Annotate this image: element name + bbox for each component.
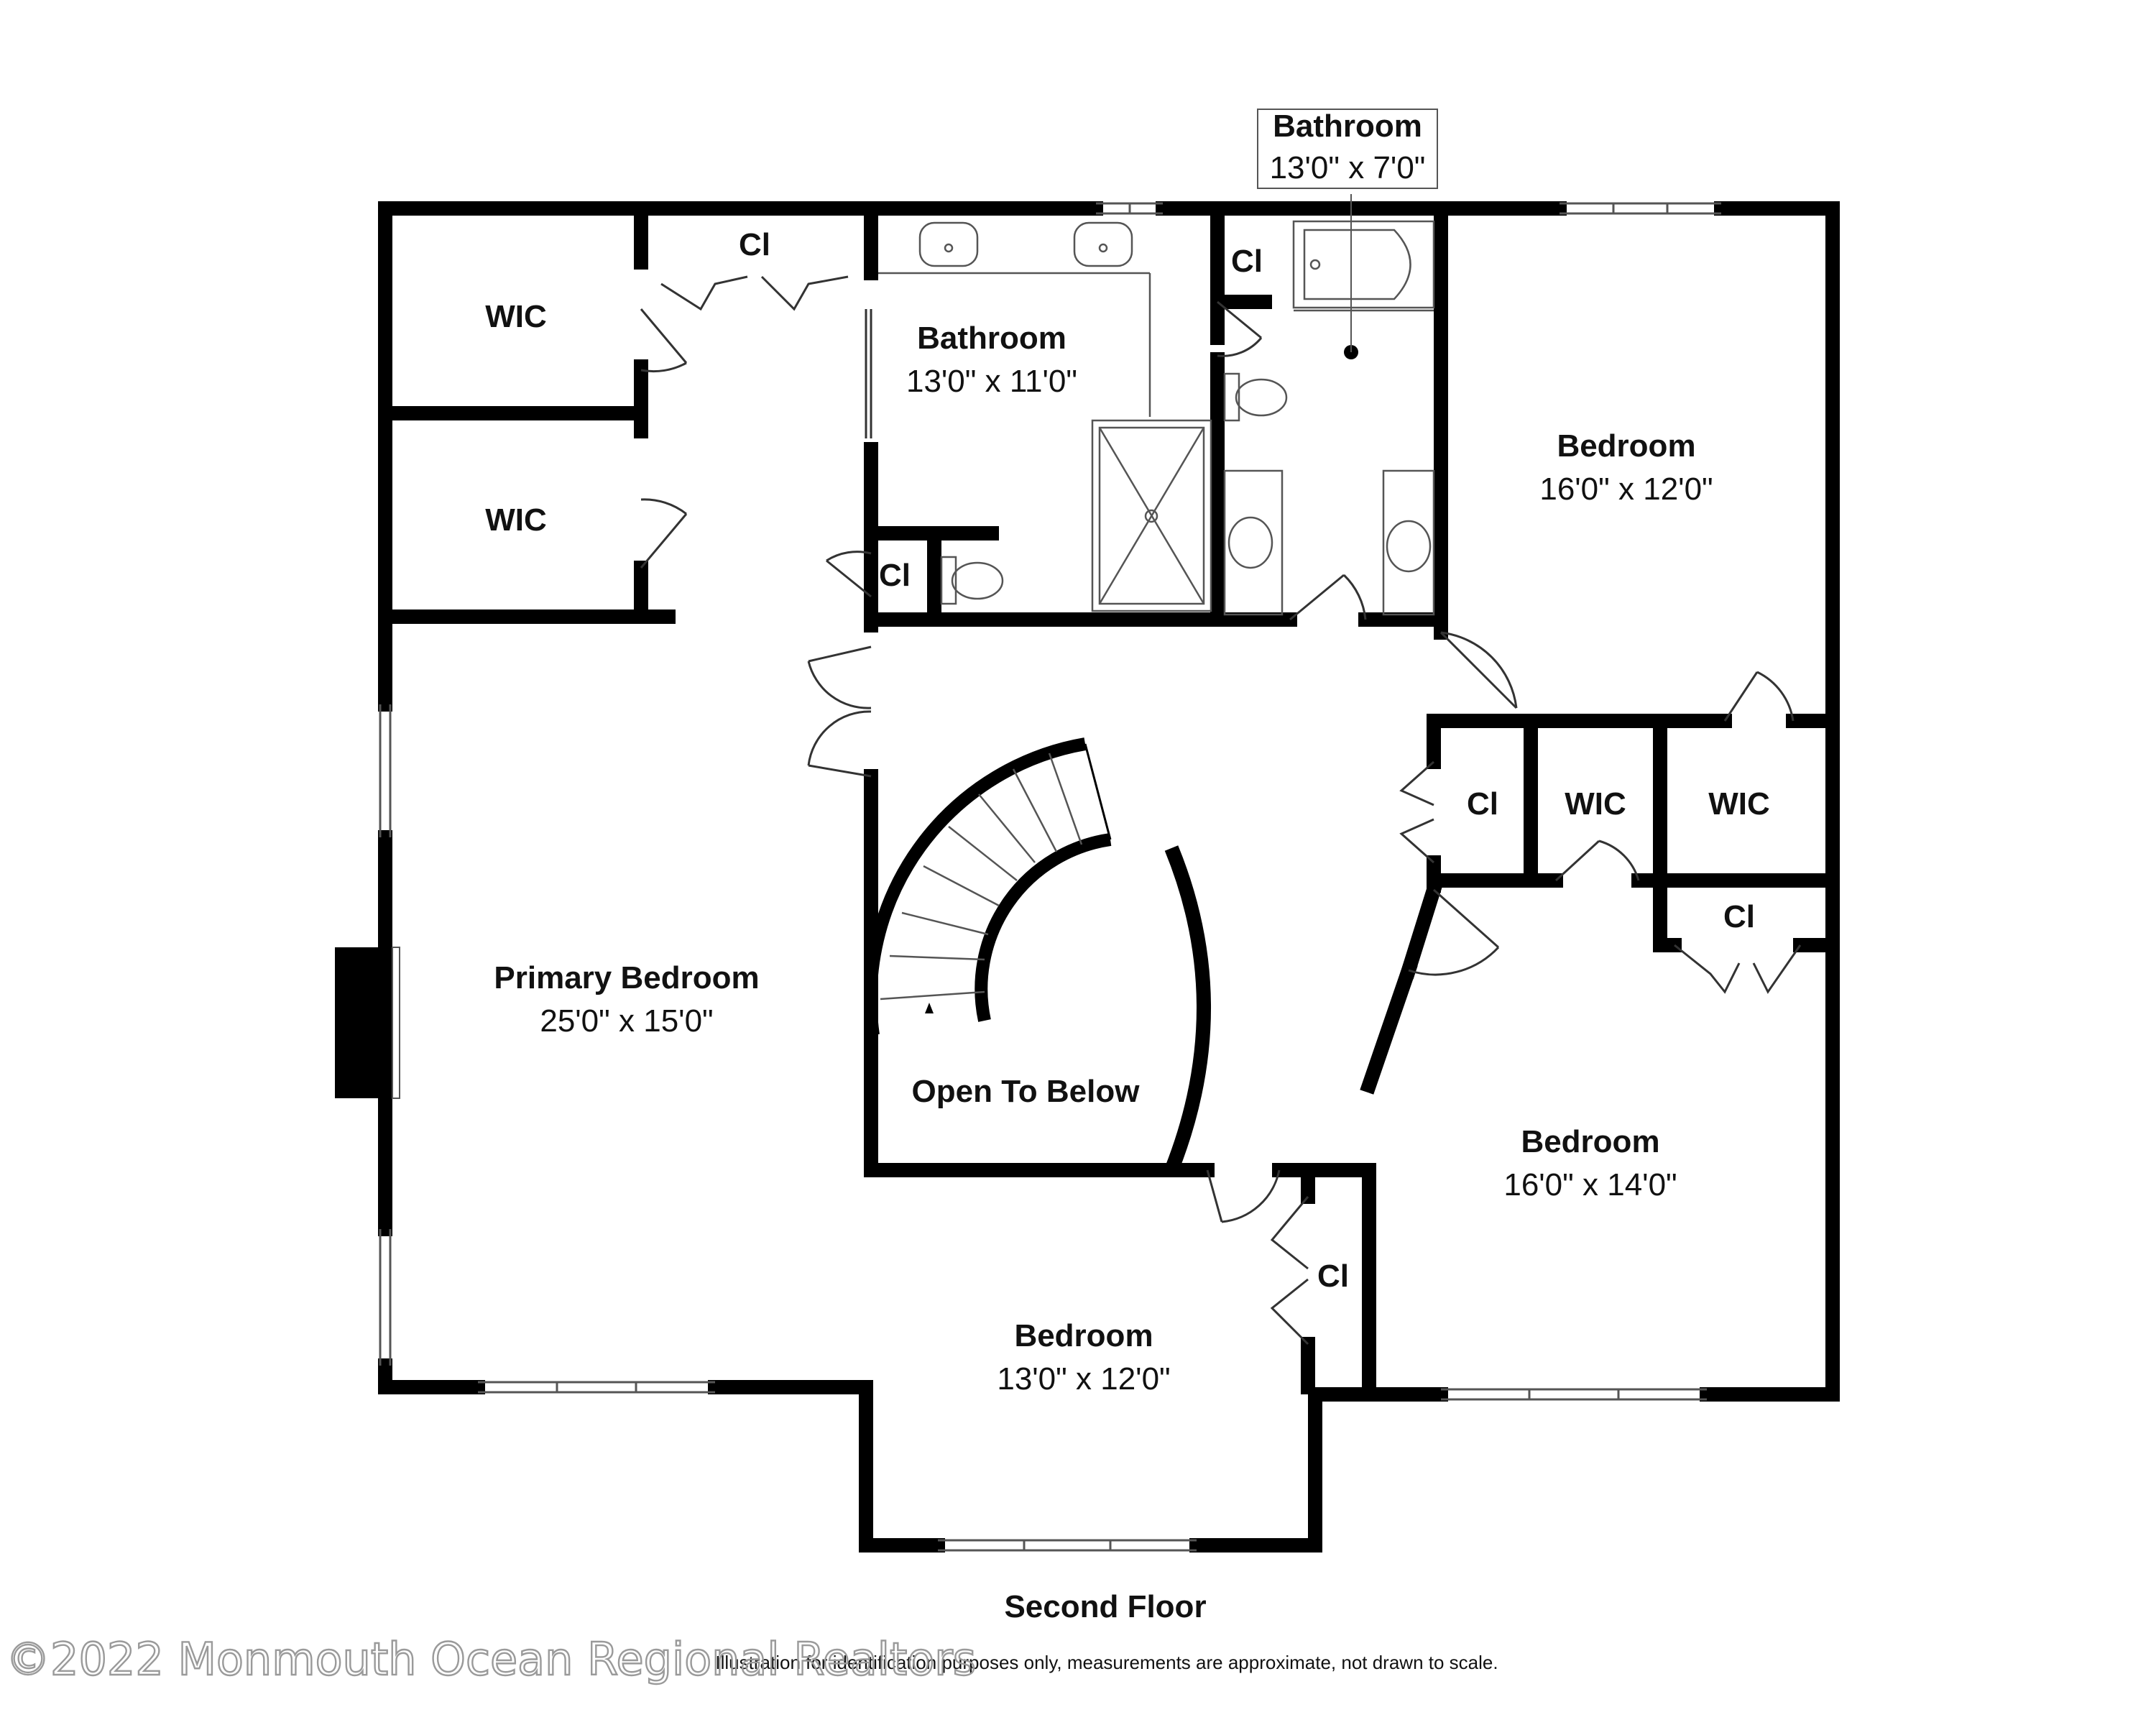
primary-bedroom-dims: 25'0" x 15'0" (540, 1003, 713, 1039)
wic-label-3: WIC (1565, 786, 1626, 822)
closet-label-hall: Cl (1231, 244, 1263, 279)
bedroom-ne-name: Bedroom (1557, 428, 1695, 464)
staircase (864, 737, 1211, 1173)
bathroom-top-name: Bathroom (1273, 109, 1422, 144)
closet-label-south: Cl (1317, 1259, 1349, 1294)
bathroom-main-dims: 13'0" x 11'0" (906, 364, 1077, 399)
bathroom-top-dims: 13'0" x 7'0" (1270, 150, 1426, 185)
sink-icon (1386, 520, 1432, 573)
shower-icon (1091, 419, 1212, 612)
closet-label-se: Cl (1723, 899, 1755, 934)
closet-label-top: Cl (739, 227, 770, 262)
bedroom-s-dims: 13'0" x 12'0" (997, 1361, 1170, 1397)
doors (640, 275, 1802, 1346)
wic-label-4: WIC (1708, 786, 1770, 822)
primary-bedroom-name: Primary Bedroom (494, 960, 759, 995)
floor-title: Second Floor (1004, 1589, 1206, 1624)
wic-label-2: WIC (485, 502, 547, 538)
wic-label-1: WIC (485, 299, 547, 334)
windows (379, 202, 1721, 1552)
bathtub-icon (1292, 220, 1435, 309)
fixtures (878, 220, 1435, 616)
sink-icon (918, 221, 979, 267)
bathroom-main-name: Bathroom (917, 321, 1067, 356)
toilet-icon (940, 556, 1004, 605)
bedroom-se-dims: 16'0" x 14'0" (1503, 1167, 1677, 1202)
bathroom-top-callout-box (1257, 109, 1438, 189)
bedroom-ne-dims: 16'0" x 12'0" (1539, 472, 1713, 507)
copyright-watermark: ©2022 Monmouth Ocean Regional Realtors (6, 1633, 976, 1685)
sink-icon (1227, 516, 1273, 569)
closet-label-east: Cl (1467, 786, 1498, 822)
bedroom-s-name: Bedroom (1014, 1318, 1153, 1353)
open-to-below-label: Open To Below (912, 1074, 1141, 1109)
toilet-icon (1223, 372, 1288, 422)
bedroom-se-name: Bedroom (1521, 1124, 1659, 1159)
sink-icon (1073, 221, 1133, 267)
fireplace-icon (335, 947, 400, 1099)
closet-label-bath: Cl (879, 558, 911, 593)
disclaimer-text: Illustration for identification purposes… (715, 1652, 1498, 1673)
